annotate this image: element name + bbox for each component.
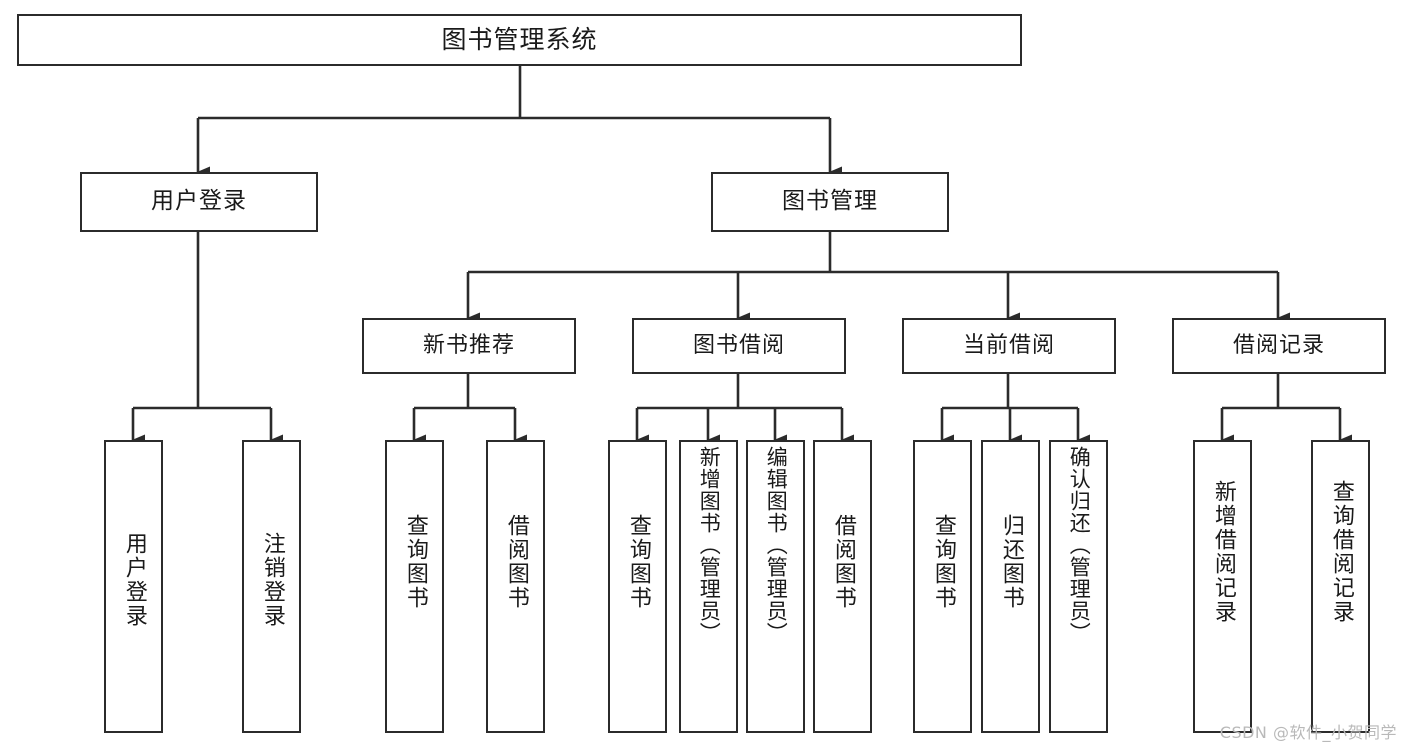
leaf-add-record[interactable]: 新增借阅记录 — [1193, 440, 1252, 733]
node-current-borrow-label: 当前借阅 — [962, 332, 1055, 358]
node-book-management[interactable]: 图书管理 — [711, 172, 949, 232]
leaf-query-book-1-label: 查询图书 — [402, 514, 428, 610]
node-book-management-label: 图书管理 — [782, 188, 878, 215]
leaf-query-record-label: 查询借阅记录 — [1328, 480, 1354, 624]
leaf-query-record[interactable]: 查询借阅记录 — [1311, 440, 1370, 733]
leaf-query-book-1[interactable]: 查询图书 — [385, 440, 444, 733]
leaf-borrow-book-1[interactable]: 借阅图书 — [486, 440, 545, 733]
leaf-query-book-2-label: 查询图书 — [625, 514, 651, 610]
leaf-edit-book[interactable]: 编辑图书（管理员） — [746, 440, 805, 733]
node-user-login[interactable]: 用户登录 — [80, 172, 318, 232]
leaf-query-book-3-label: 查询图书 — [930, 514, 956, 610]
leaf-logout[interactable]: 注销登录 — [242, 440, 301, 733]
node-book-borrow[interactable]: 图书借阅 — [632, 318, 846, 374]
node-current-borrow[interactable]: 当前借阅 — [902, 318, 1116, 374]
node-borrow-record[interactable]: 借阅记录 — [1172, 318, 1386, 374]
leaf-edit-book-label: 编辑图书（管理员） — [764, 446, 789, 644]
csdn-watermark: CSDN @软件_小贺同学 — [1219, 723, 1397, 742]
node-user-login-label: 用户登录 — [151, 188, 247, 215]
node-root-label: 图书管理系统 — [441, 25, 598, 55]
leaf-logout-label: 注销登录 — [259, 532, 285, 628]
leaf-borrow-book-2-label: 借阅图书 — [830, 514, 856, 610]
node-book-borrow-label: 图书借阅 — [692, 332, 785, 358]
leaf-query-book-2[interactable]: 查询图书 — [608, 440, 667, 733]
leaf-confirm-return[interactable]: 确认归还（管理员） — [1049, 440, 1108, 733]
leaf-return-book[interactable]: 归还图书 — [981, 440, 1040, 733]
node-new-book-recommend-label: 新书推荐 — [422, 332, 515, 358]
leaf-query-book-3[interactable]: 查询图书 — [913, 440, 972, 733]
leaf-return-book-label: 归还图书 — [998, 514, 1024, 610]
leaf-borrow-book-1-label: 借阅图书 — [503, 514, 529, 610]
node-root[interactable]: 图书管理系统 — [17, 14, 1022, 66]
node-new-book-recommend[interactable]: 新书推荐 — [362, 318, 576, 374]
leaf-add-book-label: 新增图书（管理员） — [697, 446, 722, 644]
leaf-user-login[interactable]: 用户登录 — [104, 440, 163, 733]
leaf-borrow-book-2[interactable]: 借阅图书 — [813, 440, 872, 733]
leaf-user-login-label: 用户登录 — [121, 532, 147, 628]
leaf-confirm-return-label: 确认归还（管理员） — [1067, 446, 1092, 644]
node-borrow-record-label: 借阅记录 — [1232, 332, 1325, 358]
leaf-add-book[interactable]: 新增图书（管理员） — [679, 440, 738, 733]
leaf-add-record-label: 新增借阅记录 — [1210, 480, 1236, 624]
